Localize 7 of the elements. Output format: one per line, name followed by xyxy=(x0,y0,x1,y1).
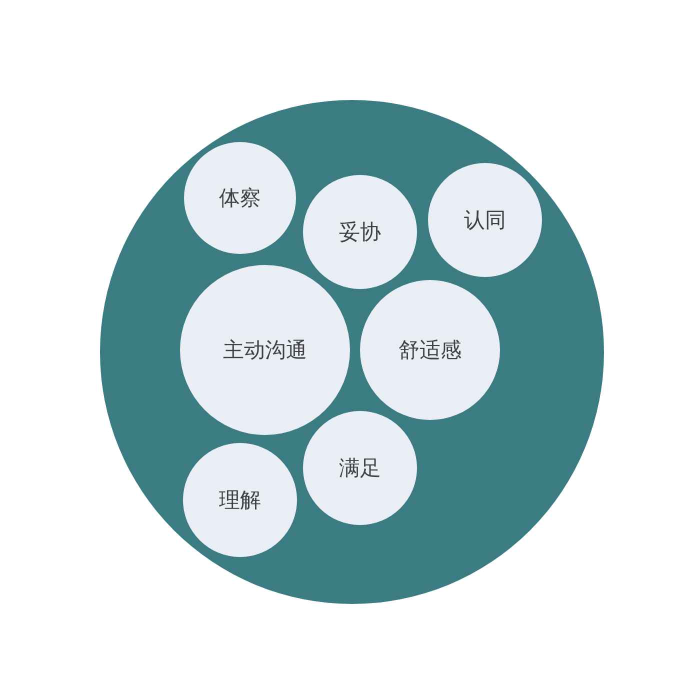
concept-label: 主动沟通 xyxy=(223,337,307,364)
concept-label: 舒适感 xyxy=(398,337,462,364)
concept-label: 体察 xyxy=(219,185,261,212)
concept-label: 理解 xyxy=(219,487,261,514)
concept-label: 妥协 xyxy=(339,219,381,246)
concept-label: 认同 xyxy=(464,207,506,234)
concept-label: 满足 xyxy=(339,455,381,482)
